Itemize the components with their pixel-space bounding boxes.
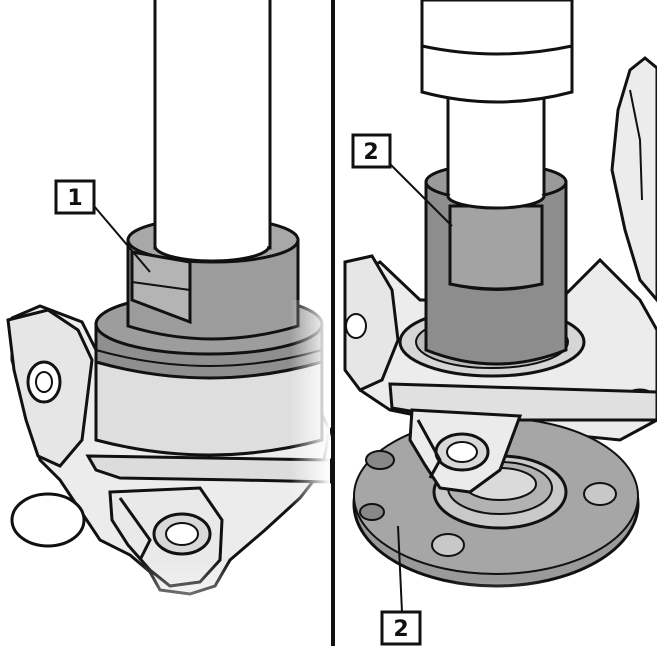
- callout-2-upper-leader: [387, 161, 453, 227]
- callout-2-lower-leader: [397, 525, 403, 613]
- callout-2-upper-label: 2: [363, 140, 378, 165]
- right-upper-arm: [610, 56, 657, 303]
- callout-2-upper-box: [351, 133, 392, 169]
- left-panel: 1: [0, 0, 332, 646]
- callout-2-lower-box: [380, 610, 422, 646]
- left-lower-hole: [10, 492, 86, 548]
- right-hub-bolt-holes: [359, 450, 617, 557]
- callout-1-leader: [93, 205, 151, 273]
- right-press-head: [420, 0, 574, 104]
- right-panel: 2 2: [336, 0, 657, 646]
- callout-1-box: [54, 179, 96, 215]
- callout-1-label: 1: [67, 186, 82, 211]
- callout-2-lower-label: 2: [393, 617, 408, 642]
- right-bracket: [343, 254, 400, 392]
- left-bracket-hole: [26, 360, 62, 404]
